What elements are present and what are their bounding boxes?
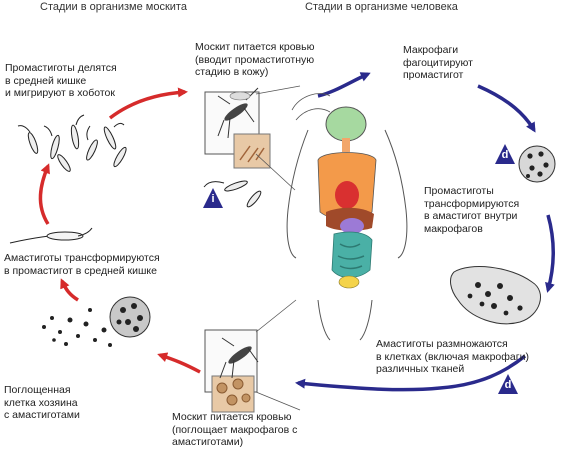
arrow-promastigotes-to-mosquito	[108, 87, 188, 120]
arrow-cell-down-right	[545, 214, 555, 293]
header-mosquito-stages: Стадии в организме москита	[40, 1, 187, 13]
label-promastigotes-divide: Промастиготы делятся в средней кишке и м…	[5, 62, 117, 99]
arrow-hostcell-to-transform	[60, 278, 79, 302]
label-mosquito-feeds-ingest: Москит питается кровью (поглощает макроф…	[172, 411, 298, 448]
triangle-icon	[203, 188, 223, 208]
badge-letter-d: d	[504, 379, 512, 391]
triangle-icon	[498, 374, 518, 394]
infective-stage-badge: i	[202, 187, 224, 209]
arrow-transform-to-divide	[38, 163, 50, 225]
macrophage-phagocytosis	[518, 145, 556, 183]
arrow-mosquito-to-hostcell	[157, 352, 201, 374]
diagnostic-stage-badge-bottom: d	[497, 373, 519, 395]
label-amastigotes-transform: Амастиготы трансформируются в промастиго…	[4, 252, 160, 277]
label-promastigotes-transform: Промастиготы трансформируются в амастиго…	[424, 185, 520, 235]
infective-promastigote	[203, 180, 262, 208]
badge-letter-d: d	[501, 149, 509, 161]
label-macrophages-phagocytize: Макрофаги фагоцитируют промастигот	[403, 44, 473, 81]
badge-letter-i: i	[211, 193, 215, 205]
arrow-phagocytize-to-cell	[477, 84, 536, 133]
label-ingested-host-cell: Поглощенная клетка хозяина с амастиготам…	[4, 384, 80, 421]
human-body	[286, 93, 408, 341]
infected-macrophage	[450, 266, 541, 325]
header-human-stages: Стадии в организме человека	[305, 1, 458, 13]
promastigote-cluster	[17, 114, 127, 172]
mosquito-feeding-top	[204, 85, 301, 191]
transforming-parasite	[9, 227, 93, 244]
diagnostic-stage-badge-top: d	[494, 143, 516, 165]
host-cell-with-amastigotes	[42, 296, 151, 347]
label-amastigotes-multiply: Амастиготы размножаются в клетках (включ…	[376, 338, 529, 375]
arrow-cell-to-ingest	[295, 354, 527, 392]
triangle-icon	[495, 144, 515, 164]
arrow-mosquito-to-macrophage	[317, 72, 371, 98]
mosquito-feeding-bottom	[204, 299, 301, 413]
label-mosquito-feeds-inject: Москит питается кровью (вводит промастиг…	[195, 41, 315, 78]
